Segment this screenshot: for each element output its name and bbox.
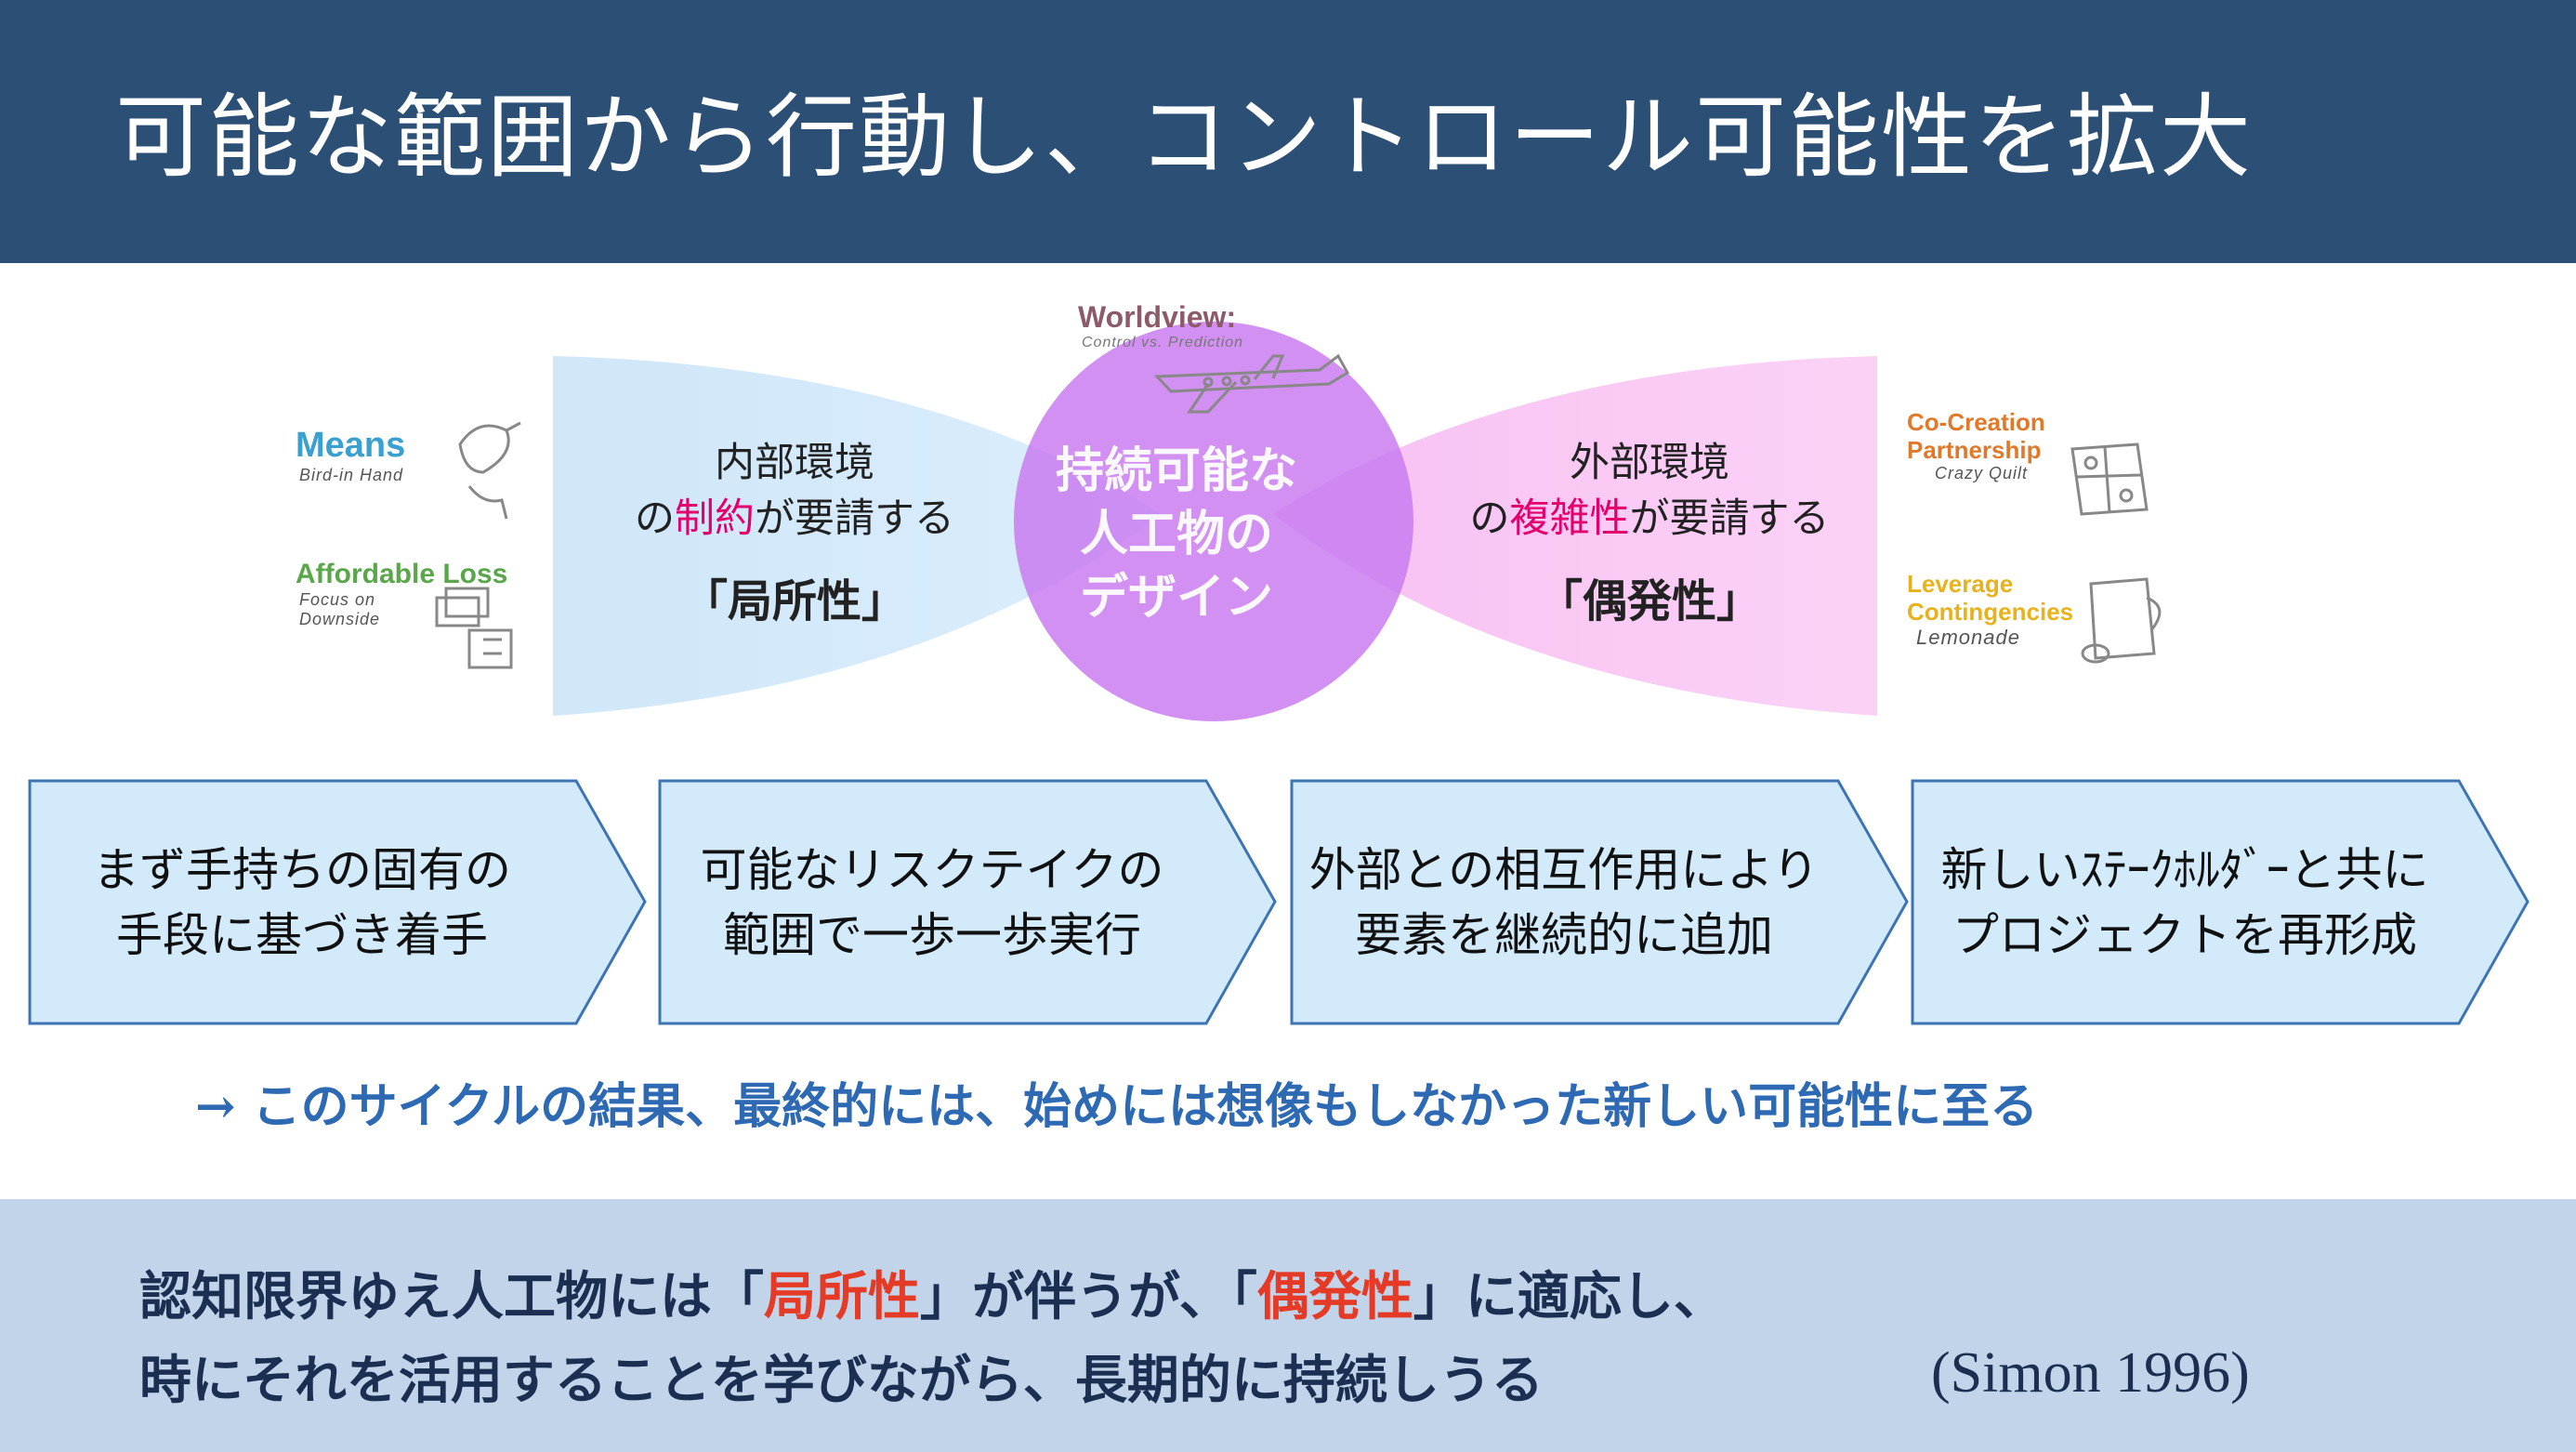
summary-line-1: 認知限界ゆえ人工物には「局所性」が伴うが、「偶発性」に適応し、 xyxy=(139,1266,1726,1327)
affordable-loss-label: Affordable Loss Focus on Downside xyxy=(296,559,508,628)
step-4-text: 新しいｽﾃｰｸﾎﾙﾀﾞｰと共にプロジェクトを再形成 xyxy=(1940,842,2429,962)
cycle-conclusion: → このサイクルの結果、最終的には、始めには想像もしなかった新しい可能性に至る xyxy=(195,1078,2039,1135)
quilt-icon xyxy=(2070,442,2149,516)
internal-environment-shape xyxy=(553,356,1162,716)
complexity-keyword: 複雑性 xyxy=(1509,495,1630,542)
internal-environment-title: 内部環境 xyxy=(715,440,874,486)
contingency-label: 「偶発性」 xyxy=(1537,575,1761,627)
step-arrow-2: 可能なリスクテイクの範囲で一歩一歩実行 xyxy=(658,779,1277,1025)
diagram-shapes xyxy=(435,322,2162,721)
summary-panel: 認知限界ゆえ人工物には「局所性」が伴うが、「偶発性」に適応し、 時にそれを活用す… xyxy=(0,1199,2576,1452)
external-complexity-line: の複雑性が要請する xyxy=(1469,495,1830,542)
money-icon xyxy=(435,587,513,669)
external-environment-label: 外部環境 の複雑性が要請する 「偶発性」 xyxy=(1454,435,1845,634)
step-3-text: 外部との相互作用により要素を継続的に追加 xyxy=(1308,842,1820,962)
step-1-text: まず手持ちの固有の手段に基づき着手 xyxy=(93,842,511,962)
step-arrow-3: 外部との相互作用により要素を継続的に追加 xyxy=(1290,779,1909,1025)
means-label: Means Bird-in Hand xyxy=(296,426,406,484)
constraint-keyword: 制約 xyxy=(675,495,755,542)
slide-title: 可能な範囲から行動し、コントロール可能性を拡大 xyxy=(115,85,2254,191)
locality-keyword: 局所性 xyxy=(764,1266,920,1327)
contingency-keyword: 偶発性 xyxy=(1256,1266,1413,1327)
citation: (Simon 1996) xyxy=(1931,1341,2250,1405)
locality-label: 「局所性」 xyxy=(682,575,906,627)
concept-diagram: 内部環境 の制約が要請する 「局所性」 外部環境 の複雑性が要請する 「偶発性」… xyxy=(0,263,2576,765)
external-environment-title: 外部環境 xyxy=(1570,440,1729,486)
co-creation-label: Co-Creation Partnership Crazy Quilt xyxy=(1907,408,2045,482)
lemonade-icon xyxy=(2081,577,2162,664)
summary-line-2: 時にそれを活用することを学びながら、長期的に持続しうる xyxy=(139,1350,1544,1411)
airplane-icon xyxy=(1153,353,1350,414)
worldview-label: Worldview: Control vs. Prediction xyxy=(1078,300,1244,350)
internal-environment-label: 内部環境 の制約が要請する 「局所性」 xyxy=(604,435,985,634)
external-environment-shape xyxy=(1273,356,1877,716)
bird-icon xyxy=(458,421,521,520)
internal-constraint-line: の制約が要請する xyxy=(635,495,954,542)
step-2-text: 可能なリスクテイクの範囲で一歩一歩実行 xyxy=(700,842,1164,962)
title-bar: 可能な範囲から行動し、コントロール可能性を拡大 xyxy=(0,0,2576,263)
step-arrow-1: まず手持ちの固有の手段に基づき着手 xyxy=(28,779,647,1025)
leverage-contingencies-label: Leverage Contingencies Lemonade xyxy=(1907,570,2074,649)
step-arrow-4: 新しいｽﾃｰｸﾎﾙﾀﾞｰと共にプロジェクトを再形成 xyxy=(1911,779,2530,1025)
sustainable-artifact-design: 持続可能な 人工物の デザイン xyxy=(1055,442,1297,626)
center-circle xyxy=(1014,322,1413,721)
